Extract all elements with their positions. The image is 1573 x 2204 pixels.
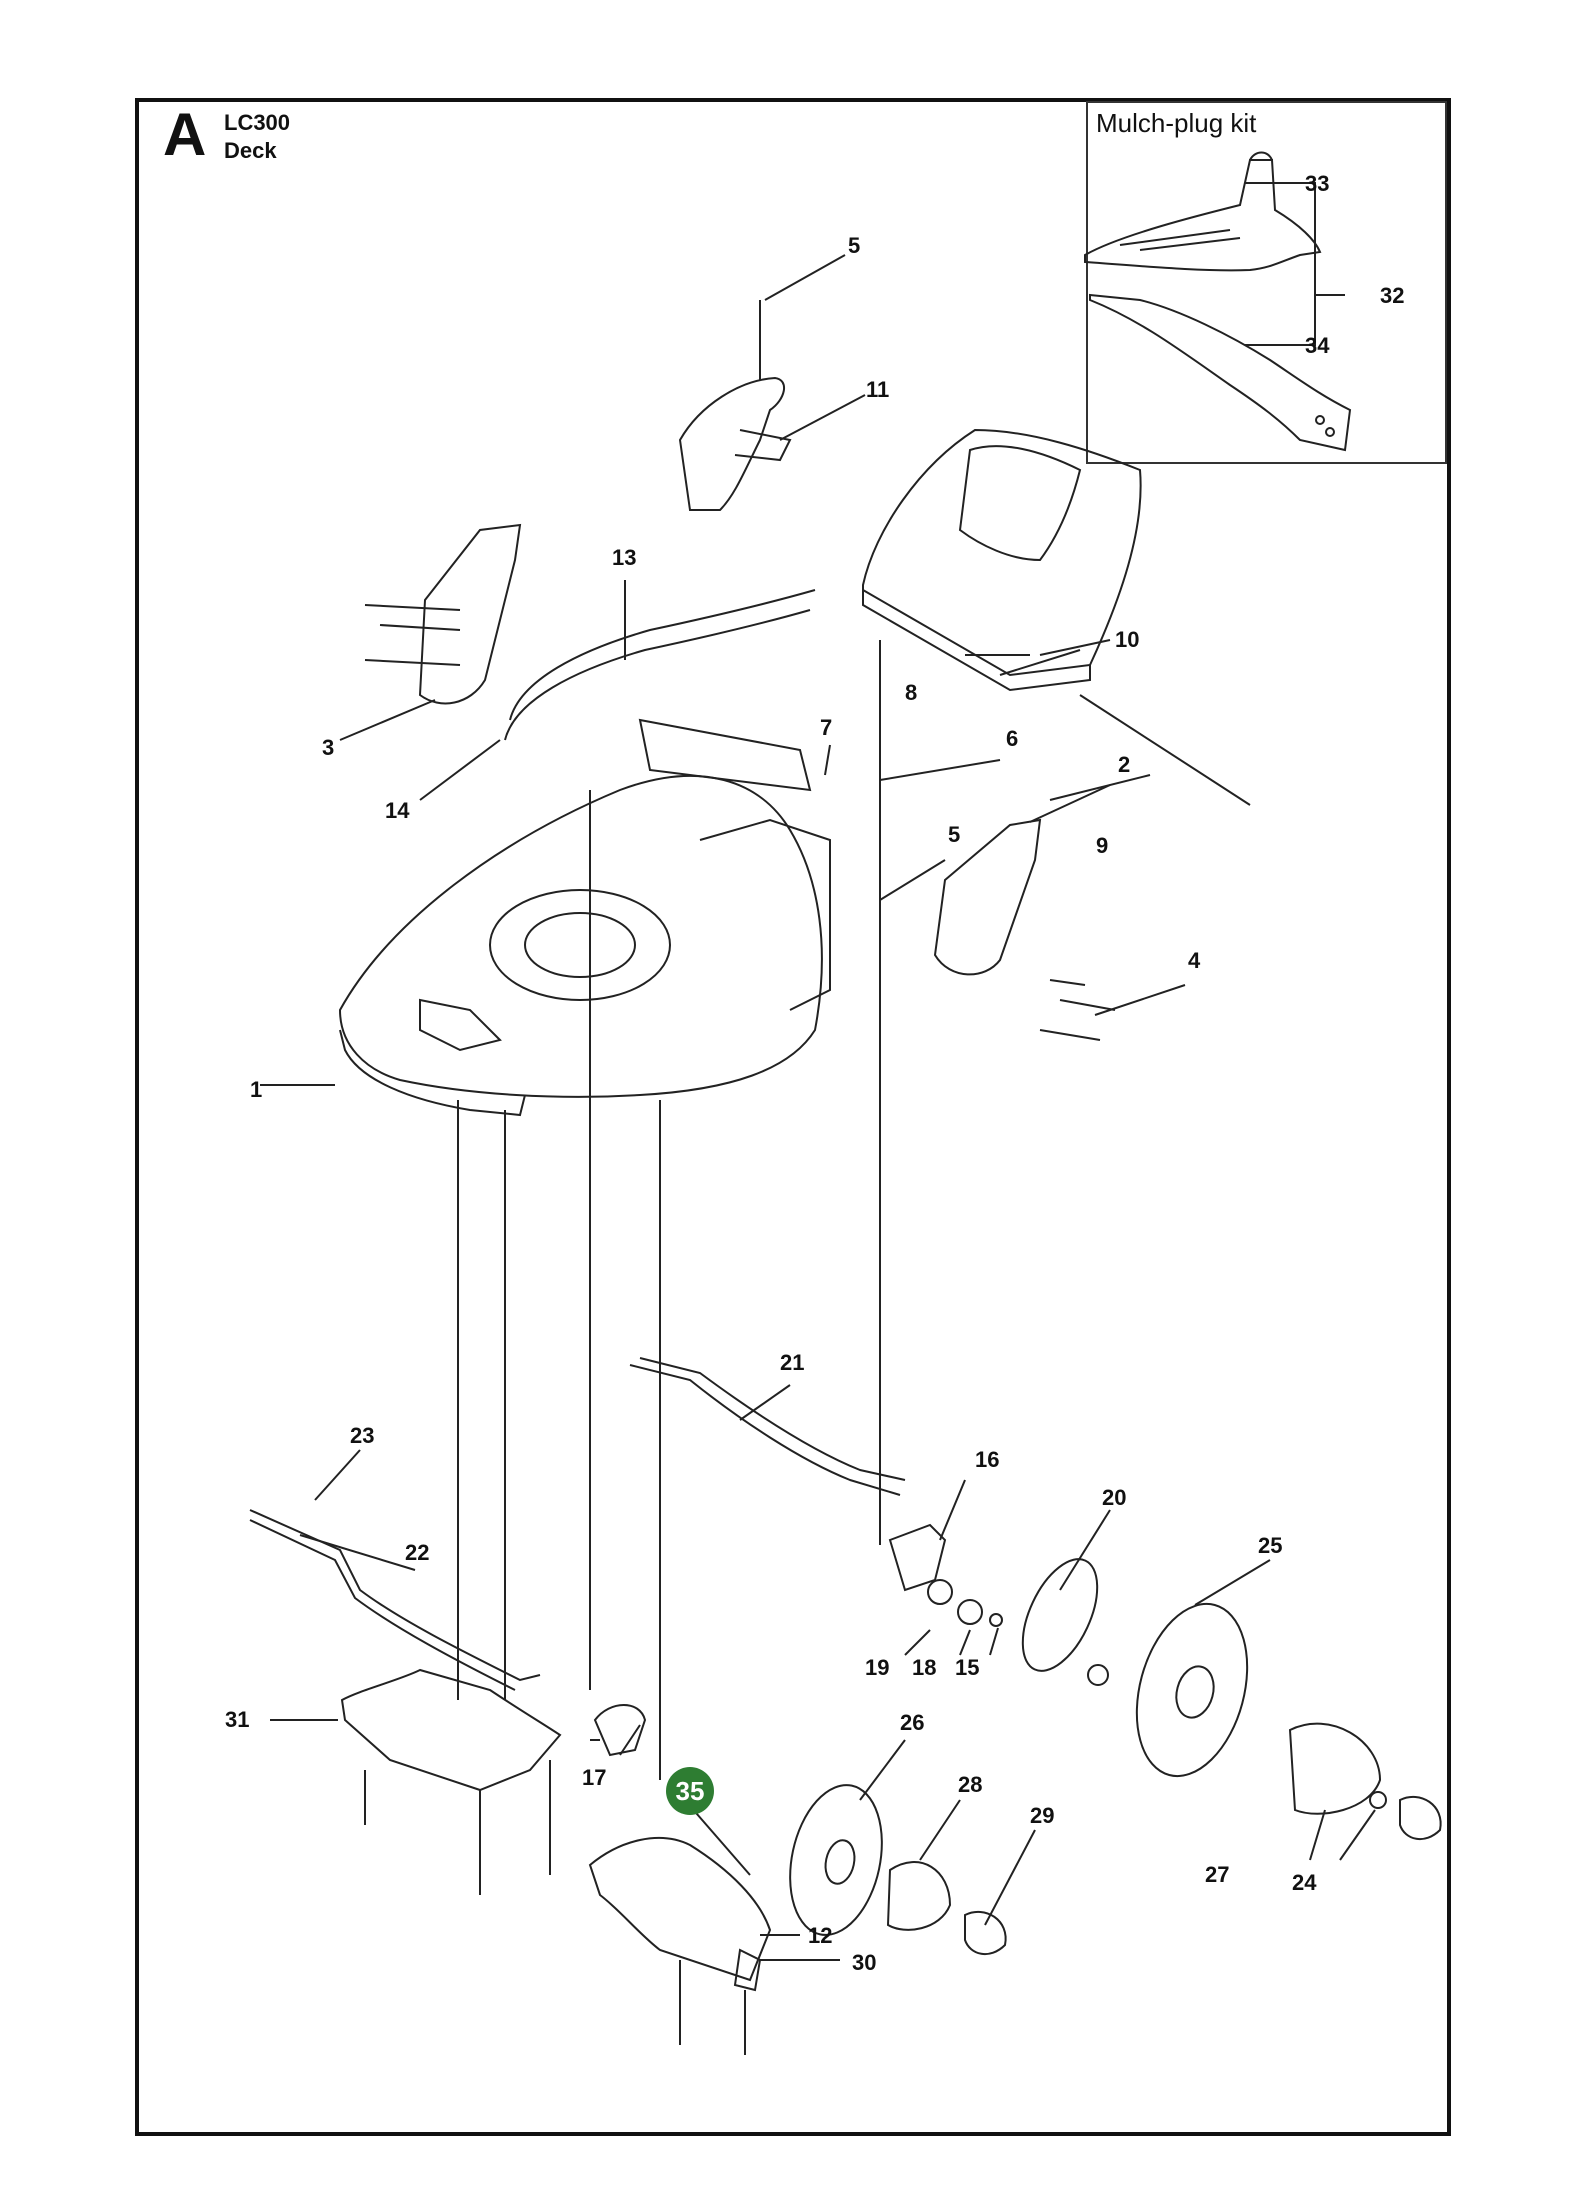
callout-2: 2 [1118,752,1130,777]
model-name: LC300 [224,110,291,135]
discharge-part [588,1837,772,2055]
callout-20: 20 [1102,1485,1126,1510]
bearing-part [957,1599,983,1625]
left-height-bracket [364,523,522,705]
callout-22: 22 [405,1540,429,1565]
callout-32: 32 [1380,283,1404,308]
inset-title: Mulch-plug kit [1096,108,1257,138]
rear-clip-part [1399,1795,1442,1840]
callout-23: 23 [350,1423,374,1448]
callout-25: 25 [1258,1533,1282,1558]
callout-26: 26 [900,1710,924,1735]
callout-27: 27 [1205,1862,1229,1887]
right-height-bracket [933,818,1116,1041]
highlight-callout-35: 35 [666,1767,714,1815]
grass-cover-part [862,428,1142,692]
handle-lever-part [678,300,792,511]
callout-24: 24 [1292,1870,1317,1895]
deck-body-part [338,718,831,1117]
front-wheel-part [789,1784,883,1936]
section-letter: A [163,101,207,168]
rear-hubcap-part [1288,1722,1382,1815]
callout-34: 34 [1305,333,1330,358]
front-hubcap-part [886,1861,952,1931]
callout-3: 3 [322,735,334,760]
callout-33: 33 [1305,171,1329,196]
mulch-kit-inset [1086,101,1447,464]
pinion-part [1087,1664,1109,1686]
callout-21: 21 [780,1350,804,1375]
callout-1: 1 [250,1077,262,1102]
callout-9: 9 [1096,833,1108,858]
rod-part [1079,694,1251,806]
callout-31: 31 [225,1707,249,1732]
callout-5-top: 5 [848,233,860,258]
callout-28: 28 [958,1772,982,1797]
washer-part [989,1613,1003,1627]
callout-6: 6 [1006,726,1018,751]
rear-wheel-part [1135,1602,1249,1778]
rear-axle-part [629,1364,901,1496]
gear-disc-part [1021,1558,1099,1672]
mulch-plug-part [1084,151,1322,272]
svg-text:35: 35 [676,1776,705,1806]
bushing-part [927,1579,953,1605]
callout-18: 18 [912,1655,936,1680]
callout-13: 13 [612,545,636,570]
callout-11: 11 [866,377,889,402]
callout-30: 30 [852,1950,876,1975]
callout-12: 12 [808,1923,832,1948]
callout-17: 17 [582,1765,606,1790]
front-plate-part [340,1668,562,1895]
front-bracket-part [593,1704,647,1757]
diagram-title: Deck [224,138,277,163]
mulch-blade-part [1089,293,1352,452]
callout-10: 10 [1115,627,1139,652]
callout-4: 4 [1188,948,1201,973]
kit-bracket [1245,182,1316,346]
callout-15: 15 [955,1655,979,1680]
rear-nut-part [1369,1791,1387,1809]
drawing-frame [135,98,1451,2136]
front-clip-part [964,1910,1007,1955]
callout-29: 29 [1030,1803,1054,1828]
callout-7: 7 [820,715,832,740]
bearing-housing-part [888,1523,947,1592]
callout-5-spring: 5 [948,822,960,847]
handle-bar-part [509,589,816,721]
front-axle-part [249,1509,541,1682]
callout-16: 16 [975,1447,999,1472]
callout-19: 19 [865,1655,889,1680]
callout-14: 14 [385,798,410,823]
callout-8: 8 [905,680,917,705]
